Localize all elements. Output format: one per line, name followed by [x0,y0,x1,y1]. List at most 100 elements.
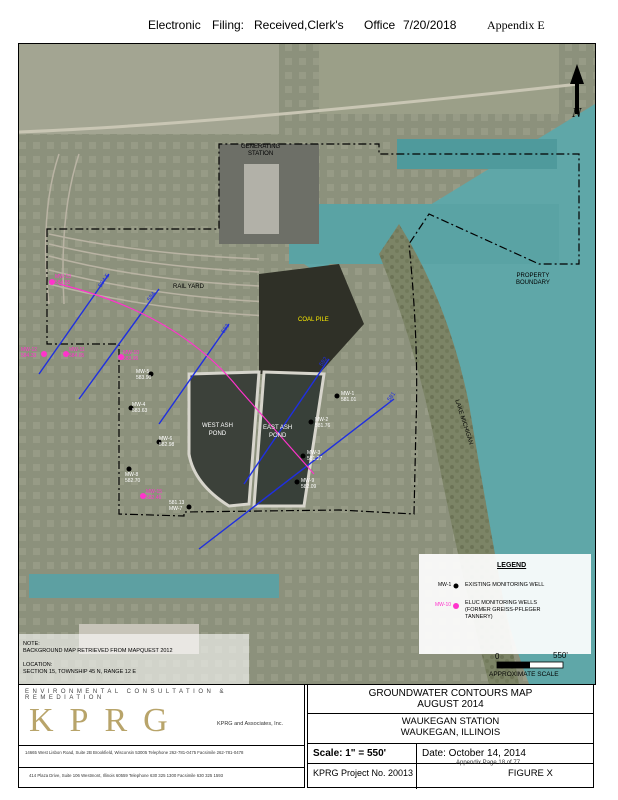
well-id-mw5: MW-5 [136,369,150,375]
existing-well-mw3 [300,453,306,459]
legend-box [419,554,591,654]
well-id-mw10: MW-10 [123,350,140,356]
label-lake-michigan: LAKE MICHIGAN [453,399,474,446]
eluc-well-mw12 [41,351,47,357]
well-id-mw2: MW-2 [315,417,329,423]
project-number: KPRG Project No. 20013 [313,768,414,778]
well-id-mw4: MW-4 [132,402,146,408]
location-text: SECTION 15, TOWNSHIP 45 N, RANGE 12 E [23,669,137,675]
well-id-mw12: MW-12 [21,347,38,353]
existing-well-mw1 [334,393,340,399]
well-id-mw6: MW-6 [159,436,173,442]
well-value-mw5: 583.90 [136,375,152,381]
label-east-ash: EAST ASH [263,425,293,431]
well-id-mw7: MW-7 [169,506,183,512]
map-title-line2: AUGUST 2014 [417,699,484,710]
label-generating-station: GENERATING STATION [241,144,280,158]
note-text: BACKGROUND MAP RETRIEVED FROM MAPQUEST 2… [23,648,173,654]
eluc-well-mw13 [49,279,55,285]
legend-existing-symbol [453,583,459,589]
scale-max: 550' [553,651,568,660]
header-date: 7/20/2018 [403,18,457,32]
contour-label-582: 582 [318,356,330,368]
well-id-mw3: MW-3 [307,450,321,456]
header-received: Received,Clerk's [254,18,344,32]
header-appendix: Appendix E [487,18,545,32]
label-west-pond: POND [208,431,227,437]
contour-582 [243,358,330,485]
appendix-page: Appendix Page 18 of 77 [456,760,521,766]
label-station: STATION [248,151,274,157]
west-ash-pond [187,370,261,508]
note-title: NOTE: [23,641,40,647]
map-title: GROUNDWATER CONTOURS MAP AUGUST 2014 [308,688,593,710]
eluc-well-mw11 [63,351,69,357]
label-generating: GENERATING [241,144,281,150]
project-block: GROUNDWATER CONTOURS MAP AUGUST 2014 WAU… [307,684,594,789]
north-label: N [572,106,582,121]
well-value-mw13: 584.85 [55,280,71,286]
existing-well-mw7 [186,504,192,510]
label-coal-pile: COAL PILE [298,317,329,323]
firm-address-1: 14665 West Lisbon Road, Suite 2B Brookfi… [25,750,244,755]
title-vdivider [416,743,417,789]
legend-existing-sym-label: MW-1 [438,582,452,588]
label-east-pond: POND [268,433,287,439]
firm-divider [19,745,304,746]
eluc-well-mw10 [118,354,124,360]
eluc-flow-line [58,283,315,475]
contour-label-581: 581 [386,391,398,403]
well-value-mw10: 583.95 [123,356,139,362]
map-location: LOCATION: SECTION 15, TOWNSHIP 45 N, RAN… [23,662,136,676]
map-title-line1: GROUNDWATER CONTOURS MAP [368,688,533,699]
label-west-ash-pond: WEST ASH POND [202,422,233,438]
well-value-mw8: 582.70 [125,478,141,484]
label-property: PROPERTY [516,273,550,279]
location-title: LOCATION: [23,662,53,668]
legend-eluc-line2: (FORMER GREISS-PFLEGER [465,607,541,613]
aerial-map: N GENERATING STATION RAIL YARD COAL PILE… [18,43,596,685]
contour-584 [78,288,160,400]
well-id-mw11: MW-11 [69,347,85,353]
legend-eluc-sym-label: MW-10 [435,602,452,608]
contour-581 [198,398,395,550]
label-east-ash-pond: EAST ASH POND [263,424,292,440]
well-value-mw7: 581.13 [169,500,185,506]
eluc-well-mw15 [140,493,146,499]
north-arrow-icon [570,64,584,114]
well-id-mw8: MW-8 [125,472,139,478]
south-pond-1 [29,574,279,598]
well-value-mw3: 581.27 [307,456,323,462]
date-text: Date: October 14, 2014 [422,748,526,759]
firm-block: ENVIRONMENTAL CONSULTATION & REMEDIATION… [18,684,305,788]
well-id-mw15: MW-15 [146,489,163,495]
site-line1: WAUKEGAN STATION [401,716,500,727]
property-boundary [46,143,580,517]
figure-number: FIGURE X [508,768,553,779]
existing-well-mw5 [148,371,154,377]
well-id-mw9: MW-9 [301,478,315,484]
header-filing: Electronic [148,18,201,32]
firm-logo: KPRG [29,702,184,739]
well-value-mw11: 584.05 [69,353,85,359]
title-divider-2 [308,743,593,744]
well-value-mw4: 583.63 [132,408,148,414]
label-property-boundary: PROPERTY BOUNDARY [516,273,550,287]
label-west-ash: WEST ASH [202,423,233,429]
well-value-mw12: 584.33 [21,353,37,359]
header-filing-label: Filing: [212,18,245,32]
well-value-mw9: 582.09 [301,484,317,490]
existing-well-mw8 [126,466,132,472]
scale-bar-black [497,662,530,668]
well-value-mw2: 581.76 [315,423,331,429]
note-box [19,634,249,684]
well-value-mw15: 582.46 [146,495,162,501]
